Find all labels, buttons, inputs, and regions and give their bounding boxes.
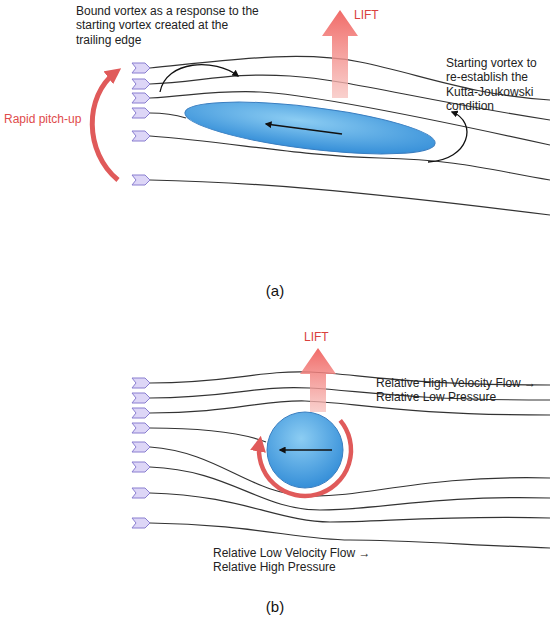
pressure-note: Relative High Velocity Flow → Relative L… — [376, 376, 544, 405]
lift-arrow — [300, 348, 336, 412]
callout-note: Bound vortex as a response to the starti… — [76, 4, 261, 47]
flow-arrow — [132, 79, 150, 89]
streamline — [150, 493, 550, 522]
motion-arrow — [280, 449, 332, 451]
streamline — [150, 113, 186, 118]
panel-label: (b) — [250, 598, 300, 616]
flow-arrow — [132, 442, 150, 452]
flow-arrow — [132, 378, 150, 388]
flow-arrow — [132, 488, 150, 498]
flow-arrows-a — [132, 63, 150, 185]
circulation-arrow — [259, 420, 351, 496]
airfoil-ellipse — [182, 92, 437, 164]
flow-arrow — [132, 393, 150, 403]
bound-vortex-arrow — [160, 65, 238, 92]
force-label: LIFT — [304, 330, 354, 344]
streamlines-b — [150, 372, 550, 548]
streamline — [150, 428, 266, 442]
pressure-note: Relative Low Velocity Flow → Relative Hi… — [213, 546, 381, 575]
panel-label: (a) — [250, 282, 300, 300]
streamlines-a — [150, 56, 550, 215]
pitch-up-arrow — [92, 72, 118, 180]
flow-arrow — [132, 93, 150, 103]
flow-arrow — [132, 108, 150, 118]
flow-arrow — [132, 462, 150, 472]
streamline — [150, 467, 550, 510]
callout-note: Starting vortex to re-establish the Kutt… — [446, 56, 550, 114]
streamline — [150, 180, 550, 215]
lift-arrow — [322, 10, 358, 98]
flow-arrow — [132, 175, 150, 185]
motion-label: Rapid pitch-up — [4, 112, 94, 126]
cylinder-circle — [267, 412, 343, 488]
starting-vortex-arrow — [428, 112, 467, 162]
force-label: LIFT — [354, 8, 404, 22]
flow-arrow — [132, 63, 150, 73]
flow-arrow — [132, 408, 150, 418]
flow-arrow — [132, 131, 150, 141]
flow-arrow — [132, 423, 150, 433]
streamline — [150, 523, 550, 548]
flow-arrow — [132, 518, 150, 528]
motion-arrow — [266, 124, 342, 134]
flow-arrows-b — [132, 378, 150, 528]
